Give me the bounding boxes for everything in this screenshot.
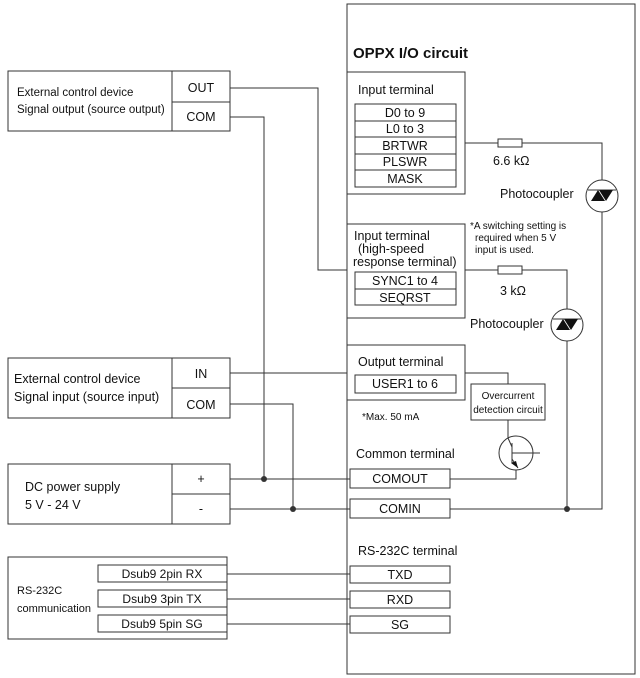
hs-title-2: (high-speed [358,242,424,256]
pin-out: OUT [188,81,215,95]
pin-com-out: COM [186,110,215,124]
common-terminal-title: Common terminal [356,447,455,461]
photocoupler-2-icon [550,308,584,342]
pin-plus: + [197,472,204,486]
hs-note-1: *A switching setting is [470,221,566,232]
ext-control-out-label-2: Signal output (source output) [17,104,165,116]
input-terminal-title: Input terminal [358,83,434,97]
txd-box [349,565,451,584]
rs232c-terminal-title: RS-232C terminal [358,544,457,558]
junction-plus [261,476,267,482]
oppx-title: OPPX I/O circuit [353,45,468,62]
pin-minus: - [199,502,203,516]
pin-in: IN [195,367,208,381]
pin-brtwr: BRTWR [382,139,428,153]
ext-control-in-label-2: Signal input (source input) [14,390,159,404]
ext-control-in: External control device Signal input (so… [7,357,231,419]
photocoupler-1-icon [585,179,619,213]
pin-sync: SYNC1 to 4 [372,274,438,288]
overcurrent-label-2: detection circuit [473,405,543,416]
output-terminal: Output terminal USER1 to 6 [346,344,466,401]
hs-note-3: input is used. [475,245,534,256]
wire-input-return [450,212,603,510]
pin-l0-3: L0 to 3 [386,122,424,136]
photocoupler-2-label: Photocoupler [470,317,544,331]
overcurrent-label-1: Overcurrent [482,391,535,402]
wire-out [230,87,355,271]
ext-control-in-label-1: External control device [14,372,141,386]
pin-user: USER1 to 6 [372,377,438,391]
comin-box [349,498,451,519]
input-terminal: Input terminal D0 to 9 L0 to 3 BRTWR PLS… [346,71,466,195]
hs-title-3: response terminal) [353,255,457,269]
rs232c-label-2: communication [17,603,91,615]
ext-control-out: External control device Signal output (s… [7,70,231,132]
rs232c-label-1: RS-232C [17,585,62,597]
comout-box [349,468,451,489]
resistor-6k6 [497,138,523,148]
junction-comin [564,506,570,512]
sg-box [349,615,451,634]
resistor-3k [497,265,523,275]
pin-txd: TXD [388,568,413,582]
pin-plswr: PLSWR [383,155,427,169]
photocoupler-1-label: Photocoupler [500,187,574,201]
resistor-3k-label: 3 kΩ [500,284,526,298]
pin-comin: COMIN [379,502,421,516]
power-label-1: DC power supply [25,480,121,494]
wire-transistor-comout [450,468,517,480]
ext-control-out-label-1: External control device [17,87,133,99]
pin-com-in: COM [186,398,215,412]
wire-com-out [230,116,265,479]
pin-tx: Dsub9 3pin TX [122,592,201,606]
pin-mask: MASK [387,172,423,186]
hs-input-terminal: Input terminal (high-speed response term… [346,223,466,319]
output-note: *Max. 50 mA [362,412,420,423]
pin-sg-terminal: SG [391,618,409,632]
pin-seqrst: SEQRST [379,291,431,305]
transistor-icon [498,435,540,471]
junction-minus [290,506,296,512]
rxd-box [349,590,451,609]
wire-com-in [230,403,294,509]
resistor-6k6-label: 6.6 kΩ [493,154,529,168]
pin-rx: Dsub9 2pin RX [122,567,203,581]
wire-input-resistor [465,142,603,180]
pin-sg: Dsub9 5pin SG [121,617,202,631]
dc-power-supply: DC power supply 5 V - 24 V + - [7,463,231,525]
rs232c-communication: RS-232C communication Dsub9 2pin RX Dsub… [7,556,228,640]
pin-d0-9: D0 to 9 [385,106,425,120]
wire-out-overcurrent [465,372,509,384]
wire-hs-resistor [465,269,568,309]
power-label-2: 5 V - 24 V [25,498,81,512]
hs-title-1: Input terminal [354,229,430,243]
pin-comout: COMOUT [372,472,428,486]
hs-note-2: required when 5 V [475,233,556,244]
output-terminal-title: Output terminal [358,355,443,369]
pin-rxd: RXD [387,593,413,607]
overcurrent-detection: Overcurrent detection circuit [470,383,546,421]
